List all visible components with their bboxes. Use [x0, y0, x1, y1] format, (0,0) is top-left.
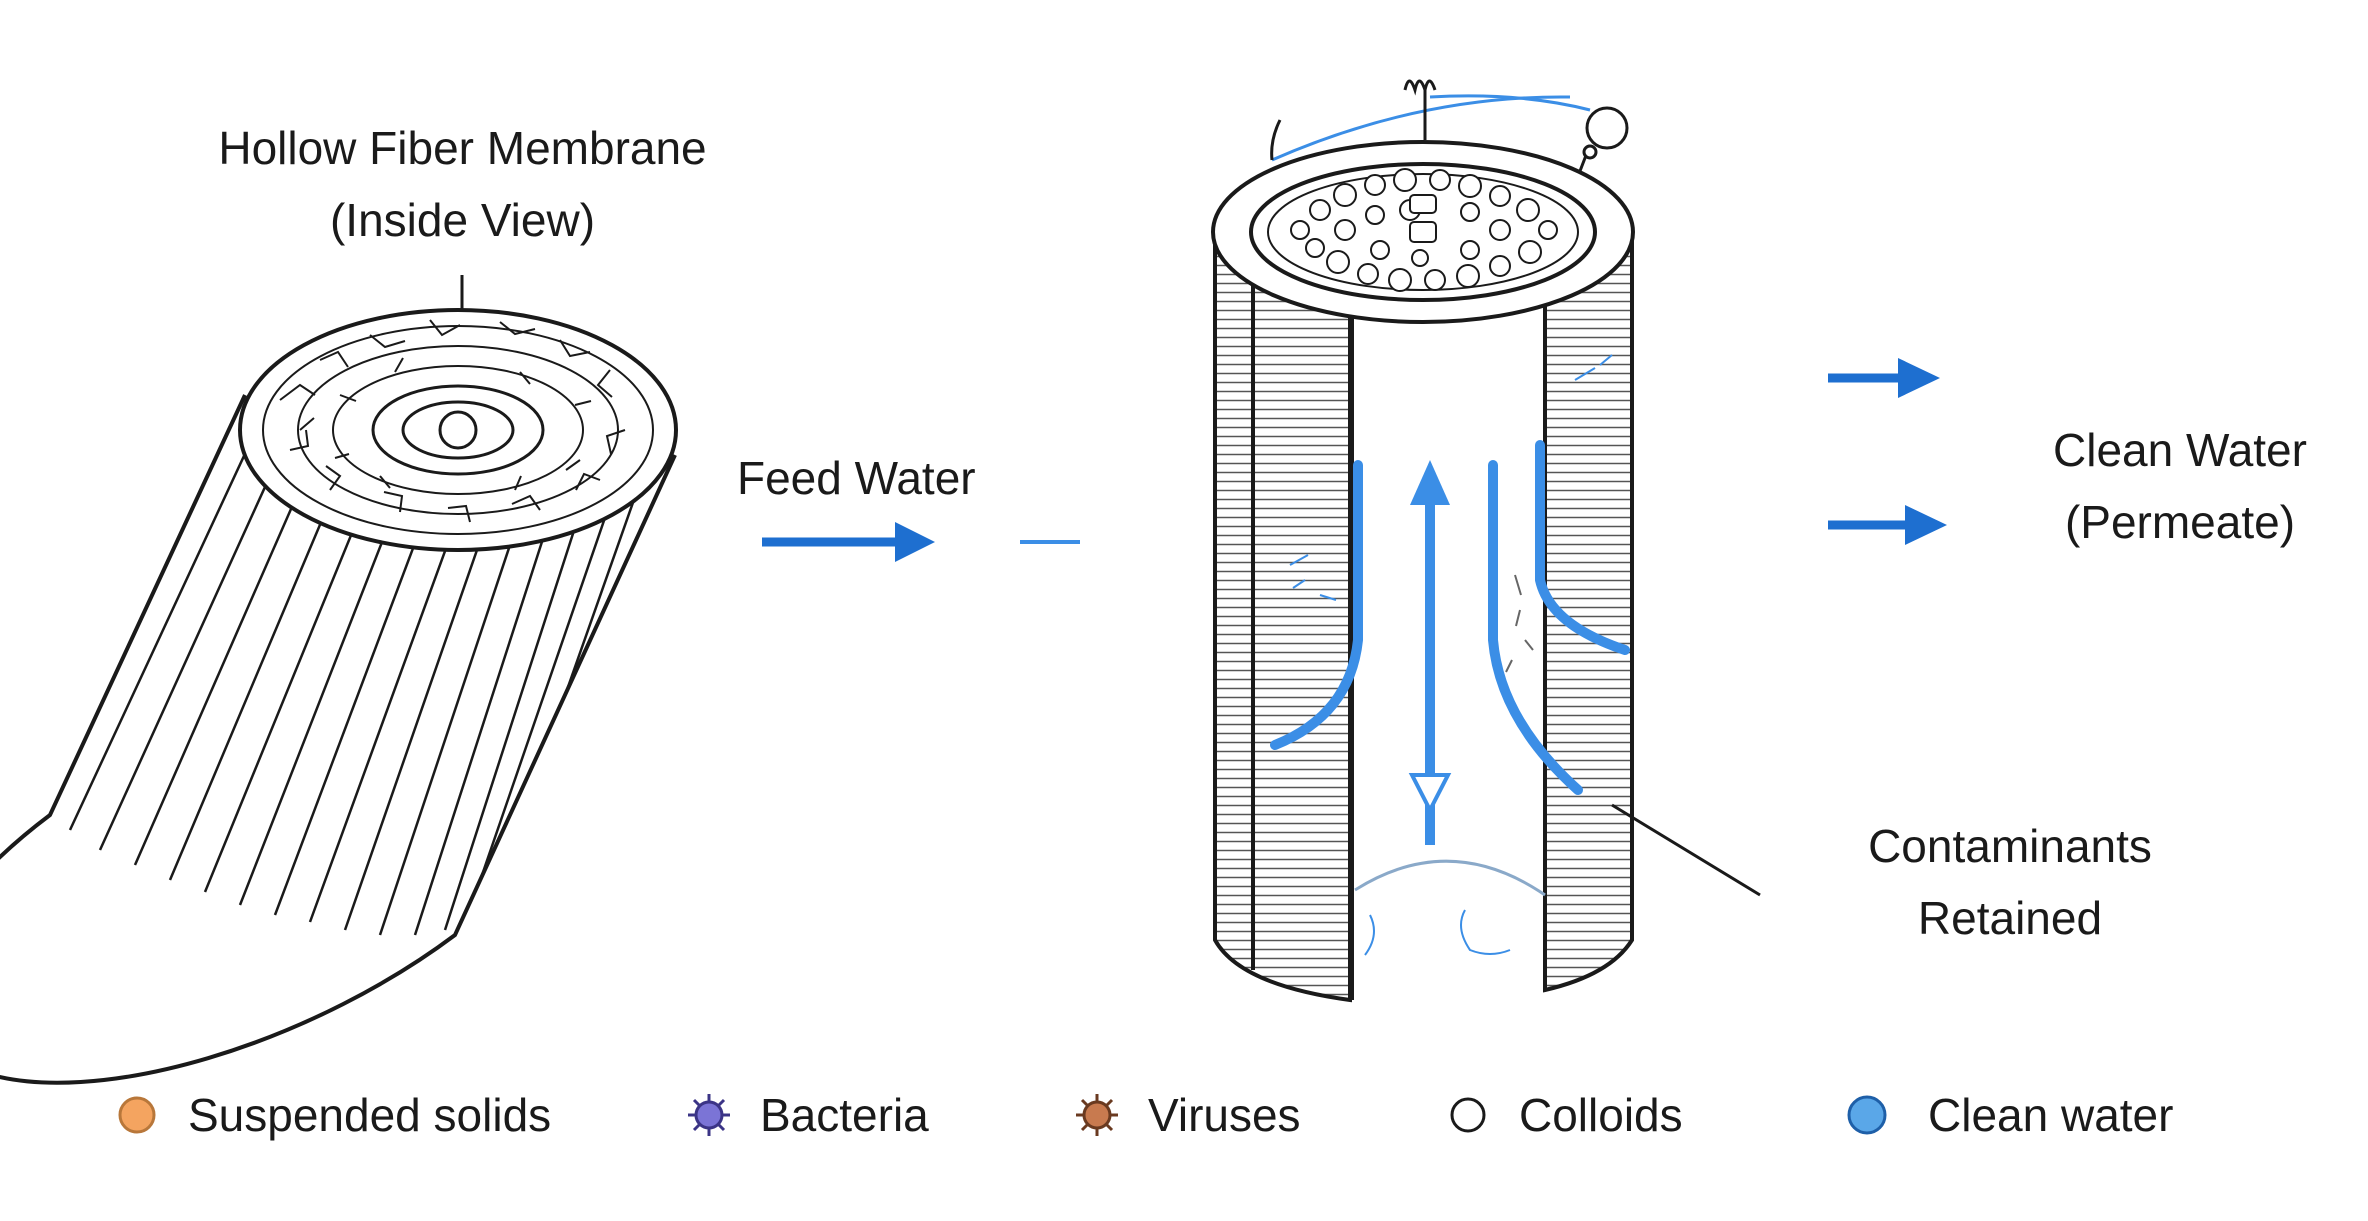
membrane-title-line1: Hollow Fiber Membrane: [218, 122, 707, 174]
central-flow-arrow: [1408, 460, 1452, 845]
circle-icon: [1450, 1097, 1486, 1133]
clean-water-line1: Clean Water: [2053, 424, 2307, 476]
legend-label: Colloids: [1519, 1089, 1683, 1141]
fiber-body: [0, 394, 677, 1085]
flow-lines: [1270, 440, 1630, 795]
spiky-circle-icon: [1076, 1094, 1118, 1136]
clean-water-label: Clean Water (Permeate): [2000, 414, 2360, 558]
legend-label: Bacteria: [760, 1089, 929, 1141]
fiber-porous-structure: [262, 319, 654, 535]
membrane-title-line2: (Inside View): [329, 194, 596, 246]
clean-water-arrows: [1828, 358, 1947, 545]
legend-label: Suspended solids: [188, 1089, 552, 1141]
circle-icon: [118, 1096, 156, 1134]
legend: Suspended solids Bacteria Viruses Colloi…: [0, 1080, 2368, 1150]
membrane-cylinder: [1211, 79, 1635, 1003]
contaminants-label: Contaminants Retained: [1830, 810, 2190, 954]
contaminants-leader-line: [1611, 803, 1761, 897]
cylinder-top-porous: [1267, 168, 1579, 292]
legend-item-colloids: Colloids: [1443, 1080, 1683, 1150]
clean-water-line2: (Permeate): [2064, 496, 2296, 548]
cylinder-left-wall: [1213, 228, 1352, 1003]
legend-item-viruses: Viruses: [1072, 1080, 1301, 1150]
legend-item-clean-water: Clean water: [1842, 1080, 2173, 1150]
membrane-title: Hollow Fiber Membrane (Inside View): [170, 112, 755, 256]
feed-water-label: Feed Water: [737, 452, 976, 504]
feed-water-arrow: [762, 522, 1080, 562]
legend-item-suspended-solids: Suspended solids: [112, 1080, 551, 1150]
contaminant-specks: [1289, 354, 1613, 956]
cylinder-bottom-arc: [1354, 859, 1546, 897]
spiky-circle-icon: [688, 1094, 730, 1136]
contaminants-line1: Contaminants: [1868, 820, 2152, 872]
circle-icon: [1847, 1095, 1887, 1135]
legend-item-bacteria: Bacteria: [684, 1080, 929, 1150]
legend-label: Viruses: [1148, 1089, 1301, 1141]
contaminants-line2: Retained: [1917, 892, 2103, 944]
hollow-fiber-membrane: [0, 275, 678, 1085]
legend-label: Clean water: [1928, 1089, 2174, 1141]
